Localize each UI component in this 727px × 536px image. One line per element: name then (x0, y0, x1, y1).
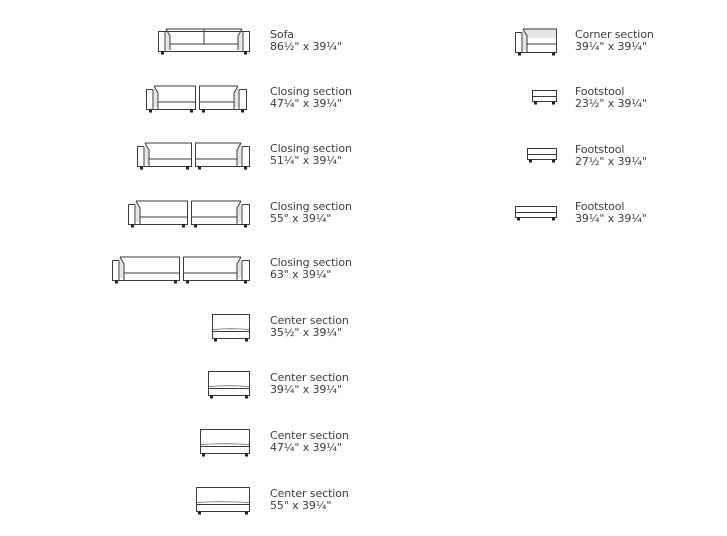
item-dimensions: 23½" x 39¼" (575, 96, 647, 110)
item-name: Center section (270, 487, 349, 500)
item-name: Corner section (575, 28, 654, 41)
closing-section-pair-icon (137, 142, 250, 171)
item-dimensions: 55" x 39¼" (270, 211, 332, 225)
item-name: Closing section (270, 200, 352, 213)
center-section-icon (208, 371, 251, 400)
item-dimensions: 39¼" x 39¼" (575, 211, 647, 225)
item-dimensions: 27½" x 39¼" (575, 154, 647, 168)
item-name: Footstool (575, 200, 625, 213)
center-section-icon (200, 429, 251, 458)
item-name: Footstool (575, 85, 625, 98)
closing-section-pair-icon (128, 200, 250, 229)
item-name: Center section (270, 429, 349, 442)
item-name: Center section (270, 371, 349, 384)
item-dimensions: 39¼" x 39¼" (575, 39, 647, 53)
item-name: Closing section (270, 256, 352, 269)
item-dimensions: 86½" x 39¼" (270, 39, 342, 53)
item-name: Footstool (575, 143, 625, 156)
closing-section-pair-icon (146, 85, 247, 114)
footstool-icon (527, 148, 558, 164)
item-dimensions: 39¼" x 39¼" (270, 382, 342, 396)
item-dimensions: 47¼" x 39¼" (270, 440, 342, 454)
center-section-icon (212, 314, 251, 343)
item-dimensions: 55" x 39¼" (270, 498, 332, 512)
closing-section-pair-icon (112, 256, 250, 285)
item-name: Sofa (270, 28, 294, 41)
sofa-icon (158, 28, 250, 56)
item-name: Center section (270, 314, 349, 327)
item-name: Closing section (270, 85, 352, 98)
item-dimensions: 63" x 39¼" (270, 267, 332, 281)
item-dimensions: 35½" x 39¼" (270, 325, 342, 339)
item-name: Closing section (270, 142, 352, 155)
corner-section-icon (515, 28, 558, 57)
footstool-icon (532, 90, 558, 106)
center-section-icon (196, 487, 251, 516)
item-dimensions: 51¼" x 39¼" (270, 153, 342, 167)
footstool-icon (515, 206, 558, 222)
item-dimensions: 47¼" x 39¼" (270, 96, 342, 110)
